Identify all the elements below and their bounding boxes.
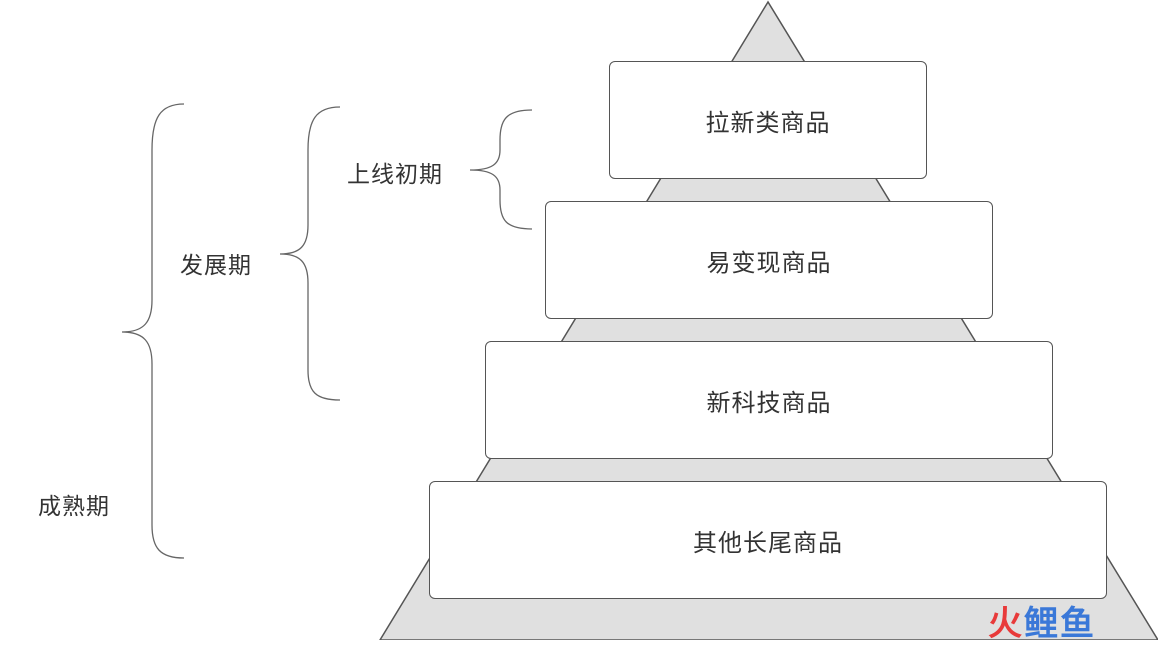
brace-growth-stage (279, 106, 341, 401)
tier-label: 新科技商品 (706, 388, 832, 417)
tier-label: 易变现商品 (706, 248, 832, 277)
tier-new-tech-products: 新科技商品 (485, 341, 1053, 459)
stage-label-mature: 成熟期 (38, 494, 110, 520)
watermark-logo: 火鲤鱼 (988, 604, 1096, 644)
stage-label-launch: 上线初期 (347, 162, 443, 188)
tier-long-tail-products: 其他长尾商品 (429, 481, 1107, 599)
tier-label: 其他长尾商品 (693, 528, 843, 557)
tier-acquisition-products: 拉新类商品 (609, 61, 927, 179)
brace-mature-stage (121, 103, 185, 559)
tier-label: 拉新类商品 (705, 108, 831, 137)
brace-launch-stage (469, 109, 533, 230)
pyramid-triangle (379, 0, 1158, 640)
stage-label-growth: 发展期 (180, 253, 252, 279)
tier-easy-monetization-products: 易变现商品 (545, 201, 993, 319)
